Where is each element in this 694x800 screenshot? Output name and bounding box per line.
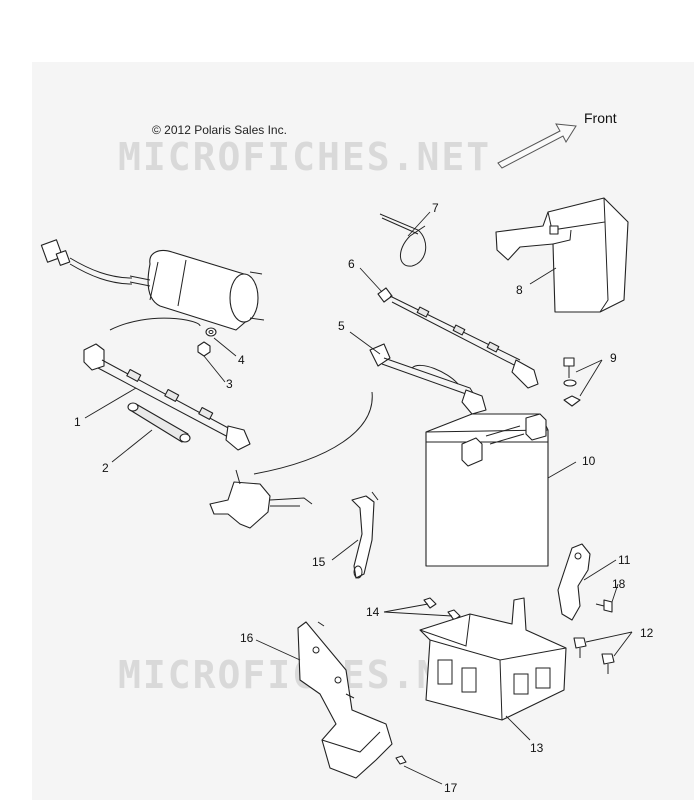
part-4-washer xyxy=(205,327,217,337)
callout-15: 15 xyxy=(312,555,326,569)
starter-wire xyxy=(109,317,201,331)
callout-10: 10 xyxy=(582,454,596,468)
callout-8: 8 xyxy=(516,283,523,297)
part-2-sleeve xyxy=(127,402,191,443)
part-6-positive-cable xyxy=(377,287,539,389)
part-1-starter-cable xyxy=(83,343,251,451)
callout-14: 14 xyxy=(366,605,380,619)
part-13-battery-tray xyxy=(419,597,567,721)
diagram-background xyxy=(32,62,694,800)
part-16-mount-bracket xyxy=(297,621,393,779)
leader-lines xyxy=(84,211,633,785)
callout-3: 3 xyxy=(226,377,233,391)
callout-17: 17 xyxy=(444,781,458,795)
callout-1: 1 xyxy=(74,415,81,429)
callout-18: 18 xyxy=(612,577,626,591)
callout-6: 6 xyxy=(348,257,355,271)
part-12-bolts xyxy=(573,637,615,674)
callout-5: 5 xyxy=(338,319,345,333)
callout-13: 13 xyxy=(530,741,544,755)
callout-11: 11 xyxy=(618,553,631,567)
front-label: Front xyxy=(584,110,617,126)
callout-7: 7 xyxy=(432,201,439,215)
front-arrow-icon xyxy=(497,123,577,169)
front-direction-indicator: Front xyxy=(497,110,617,169)
part-9-screw-and-nut xyxy=(563,357,581,407)
callout-4: 4 xyxy=(238,353,245,367)
part-11-bracket xyxy=(557,543,591,621)
copyright-text: © 2012 Polaris Sales Inc. xyxy=(152,123,287,137)
part-3-nut xyxy=(197,341,211,357)
part-18-bolt xyxy=(595,599,613,613)
callout-16: 16 xyxy=(240,631,254,645)
starter-motor xyxy=(40,239,265,331)
part-10-battery xyxy=(425,413,549,567)
callout-numbers: 1 2 3 4 5 6 7 8 9 10 11 12 13 14 15 16 1… xyxy=(74,201,654,795)
part-8-battery-cover xyxy=(495,197,629,313)
starter-solenoid xyxy=(209,469,313,529)
callout-12: 12 xyxy=(640,626,654,640)
callout-9: 9 xyxy=(610,351,617,365)
solenoid-wire xyxy=(253,391,373,475)
part-17-bolt xyxy=(395,755,407,765)
watermark-top: MICROFICHES.NET xyxy=(118,135,491,179)
callout-2: 2 xyxy=(102,461,109,475)
part-14-clips xyxy=(423,597,461,621)
part-5-negative-cable xyxy=(369,343,487,415)
part-15-battery-strap xyxy=(351,491,379,579)
